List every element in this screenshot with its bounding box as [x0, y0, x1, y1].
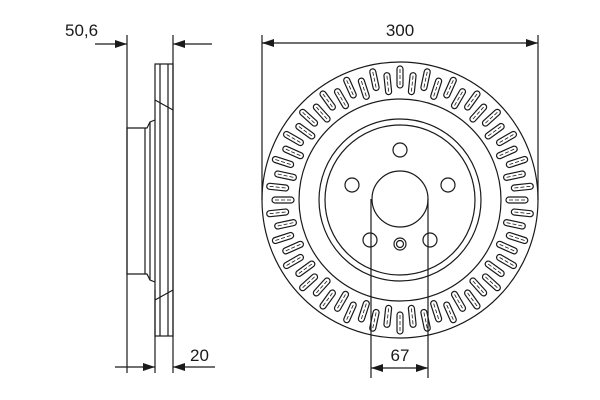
cooling-slot — [282, 145, 305, 160]
hub-height-label: 50,6 — [65, 21, 98, 40]
cooling-slot — [266, 208, 290, 218]
cooling-slot — [450, 290, 467, 312]
side-view: 50,6 20 — [65, 21, 215, 373]
bolt-hole — [422, 232, 438, 248]
cooling-slot — [484, 260, 505, 278]
cooling-slot — [463, 289, 481, 310]
cooling-slot — [357, 300, 370, 323]
cooling-slots — [266, 65, 534, 335]
cooling-slot — [282, 253, 305, 270]
cooling-slot — [469, 277, 488, 297]
cooling-slot — [396, 65, 404, 89]
cooling-slot — [274, 170, 297, 181]
cooling-slot — [319, 289, 337, 310]
cooling-slot — [450, 88, 467, 110]
cooling-slot — [282, 240, 305, 255]
cooling-slot — [469, 103, 488, 123]
cooling-slot — [481, 273, 501, 292]
disc-outer-edge — [261, 61, 539, 339]
cooling-slot — [495, 145, 518, 160]
cooling-slot — [443, 301, 457, 324]
cooling-slot — [484, 122, 505, 140]
cooling-slot — [271, 231, 295, 245]
thickness-label: 20 — [190, 346, 209, 365]
cooling-slot — [383, 72, 393, 96]
cooling-slot — [271, 155, 295, 169]
cooling-slot — [299, 273, 319, 292]
cooling-slot — [266, 182, 290, 192]
locating-screw-hole — [393, 237, 407, 251]
cooling-slot — [383, 304, 393, 328]
cooling-slot — [443, 76, 457, 99]
bolt-hole — [440, 177, 456, 193]
cooling-slot — [420, 308, 431, 332]
cooling-slot — [495, 240, 518, 255]
cooling-slot — [396, 311, 404, 335]
cooling-slot — [481, 108, 501, 127]
cooling-slot — [357, 77, 370, 100]
cooling-slot — [505, 196, 529, 204]
cooling-slot — [495, 130, 518, 147]
cooling-slot — [503, 170, 526, 181]
cooling-slot — [343, 76, 357, 99]
bolt-hole — [362, 232, 378, 248]
cooling-slot — [369, 68, 380, 92]
center-bore — [371, 170, 429, 228]
cooling-slot — [333, 290, 350, 312]
cooling-slot — [510, 182, 534, 192]
center-bore-label: 67 — [391, 346, 410, 365]
cooling-slot — [463, 90, 481, 111]
cooling-slot — [333, 88, 350, 110]
cooling-slot — [495, 253, 518, 270]
cooling-slot — [503, 219, 526, 230]
cooling-slot — [430, 77, 443, 100]
cooling-slot — [510, 208, 534, 218]
cooling-slot — [312, 103, 331, 123]
cooling-slot — [430, 300, 443, 323]
cooling-slot — [271, 196, 295, 204]
cooling-slot — [295, 260, 316, 278]
cooling-slot — [505, 231, 529, 245]
diameter-label: 300 — [386, 21, 414, 40]
cooling-slot — [343, 301, 357, 324]
cooling-slot — [312, 277, 331, 297]
front-view: 300 67 — [261, 21, 539, 378]
bolt-hole — [392, 142, 408, 158]
cooling-slot — [407, 304, 417, 328]
cooling-slot — [274, 219, 297, 230]
cooling-slot — [282, 130, 305, 147]
cooling-slot — [407, 72, 417, 96]
cooling-slot — [295, 122, 316, 140]
cooling-slot — [299, 108, 319, 127]
bolt-hole — [344, 177, 360, 193]
cooling-slot — [505, 155, 529, 169]
cooling-slot — [420, 68, 431, 92]
cooling-slot — [319, 90, 337, 111]
